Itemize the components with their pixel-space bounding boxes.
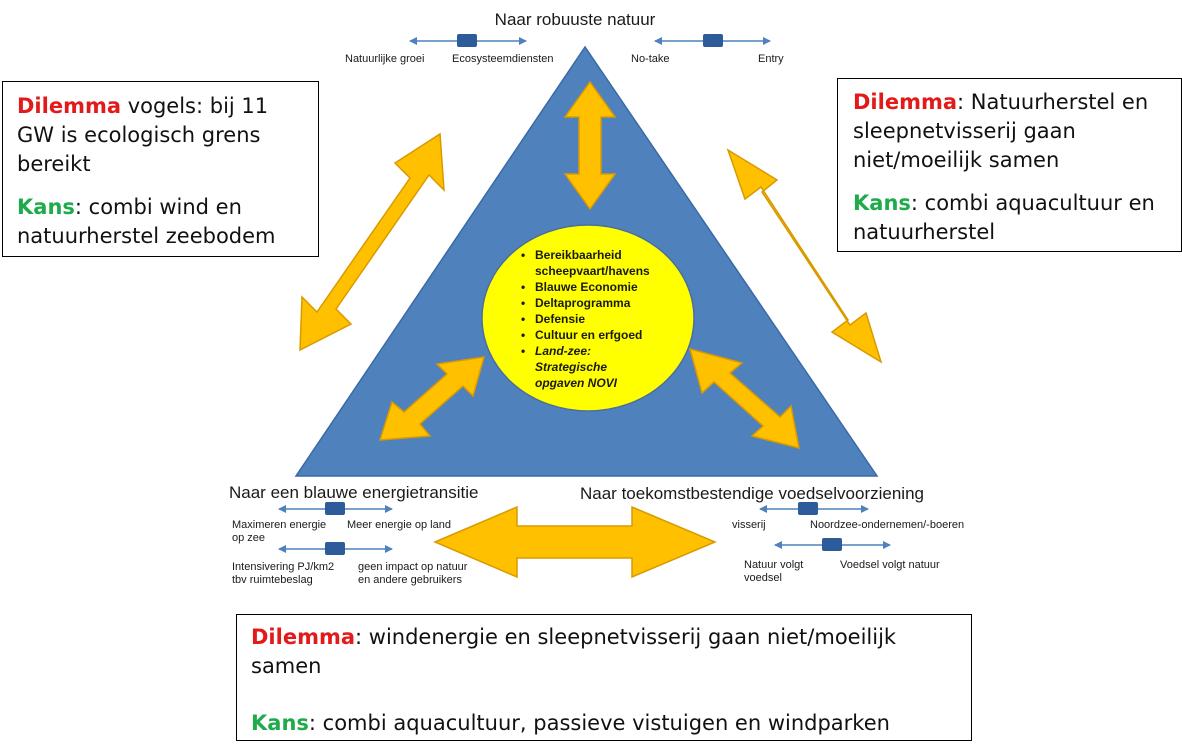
top-left-scale-label-right: Ecosysteemdiensten [452,53,554,65]
list-bullet: • [521,248,525,262]
top-left-scale-label-left: Natuurlijke groei [345,53,424,65]
arrow-bottom-horizontal [433,505,717,579]
center-list-item: Bereikbaarheid [535,248,622,262]
kans-label: Kans [251,711,309,735]
arrow-inner-left [378,356,486,441]
center-list: • Bereikbaarheid scheepvaart/havens • Blauwe… [521,248,650,390]
energy-scale2-knob [325,542,345,555]
kans-text: : combi aquacultuur en natuurherstel [853,191,1155,244]
food-scale1-label-left: visserij [732,519,766,531]
kans-statement: Kans: combi wind en natuurherstel zeebod… [17,193,306,251]
center-circle [481,224,695,412]
list-bullet: • [521,296,525,310]
food-scale1-knob [798,502,818,515]
center-list-item: Land-zee: [535,344,591,358]
food-scale2-label-left: Natuur volgt voedsel [744,559,806,584]
kans-statement: Kans: combi aquacultuur, passieve vistui… [251,709,961,738]
dilemma-statement: Dilemma: windenergie en sleepnetvisserij… [251,623,961,681]
top-right-scale-label-right: Entry [758,53,784,65]
kans-label: Kans [17,195,75,219]
energy-scale2-label-right: geen impact op natuur en andere gebruike… [358,561,471,586]
center-list-item: Blauwe Economie [535,280,638,294]
list-bullet: • [521,280,525,294]
list-bullet: • [521,344,525,358]
food-scale2-label-right: Voedsel volgt natuur [840,559,940,571]
dilemma-label: Dilemma [853,90,958,114]
energy-scale1-knob [325,502,345,515]
center-list-item: Defensie [535,312,585,326]
dilemma-text: vogels: bij 11 GW is ecologisch grens be… [17,94,269,176]
kans-text: : combi wind en natuurherstel zeebodem [17,195,276,248]
callout-right: Dilemma: Natuurherstel en sleepnetvisser… [837,78,1182,252]
dilemma-statement: Dilemma: Natuurherstel en sleepnetvisser… [853,88,1171,175]
top-left-scale-knob [457,34,477,47]
energy-scale2-label-left: Intensivering PJ/km2 tbv ruimtebeslag [232,561,337,586]
list-bullet: • [521,328,525,342]
bottom-right-title: Naar toekomstbestendige voedselvoorzieni… [580,484,924,503]
center-list-item: opgaven NOVI [535,376,618,390]
arrow-top-vertical [563,80,617,211]
center-list-item: scheepvaart/havens [535,264,650,278]
arrow-right-side [726,148,883,364]
center-list-item: Deltaprogramma [535,296,631,310]
bottom-left-title: Naar een blauwe energietransitie [229,483,479,502]
dilemma-text: : windenergie en sleepnetvisserij gaan n… [251,625,897,678]
top-right-scale-label-left: No-take [631,53,670,65]
center-list-item: Strategische [535,360,607,374]
dilemma-statement: Dilemma vogels: bij 11 GW is ecologisch … [17,92,306,179]
top-title: Naar robuuste natuur [495,10,656,29]
center-list-item: Cultuur en erfgoed [535,328,642,342]
kans-label: Kans [853,191,911,215]
dilemma-label: Dilemma [251,625,356,649]
food-scale1-label-right: Noordzee-ondernemen/-boeren [810,519,964,531]
arrow-inner-right [688,347,800,450]
list-bullet: • [521,312,525,326]
dilemma-text: : Natuurherstel en sleepnetvisserij gaan… [853,90,1149,172]
kans-text: : combi aquacultuur, passieve vistuigen … [308,711,890,735]
callout-bottom: Dilemma: windenergie en sleepnetvisserij… [236,614,972,741]
top-right-scale-knob [703,34,723,47]
callout-left: Dilemma vogels: bij 11 GW is ecologisch … [2,81,319,257]
dilemma-label: Dilemma [17,94,122,118]
energy-scale1-label-left: Maximeren energie op zee [232,519,329,544]
arrow-left-side [299,132,445,352]
food-scale2-knob [822,538,842,551]
kans-statement: Kans: combi aquacultuur en natuurherstel [853,189,1171,247]
energy-scale1-label-right: Meer energie op land [347,519,451,531]
